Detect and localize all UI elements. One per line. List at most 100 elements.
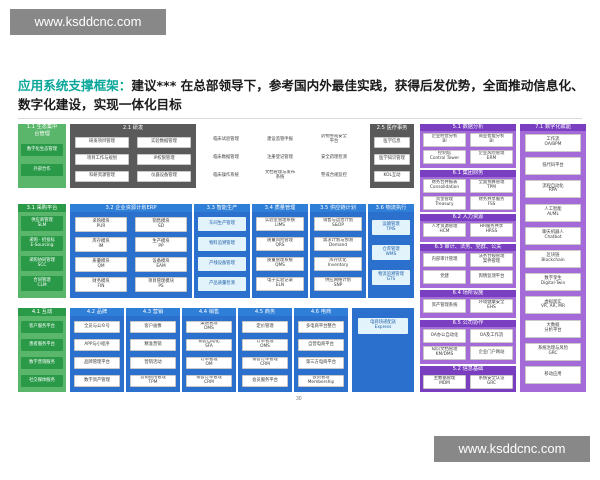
- block-3-4-header: 3.4 质量管理: [252, 204, 308, 212]
- b42-cell: 品牌管理平台: [74, 357, 120, 369]
- b33-cell: 产线设备管理: [198, 257, 246, 271]
- b21-cell: 项目工作与规划: [75, 154, 129, 165]
- block-4-2-header: 4.2 品牌: [70, 308, 124, 316]
- b43-cell: 营销活动: [130, 357, 176, 369]
- bmid-cell: 临床数据管理: [213, 154, 239, 160]
- b21-cell: 科研资源管理: [75, 171, 129, 182]
- b65-cell: OA办公自动化: [423, 329, 466, 343]
- block-6-3: 6.3 审计、法务、党群、公关内部审计管理法务合规管理案件管理党建舆情监测平台: [420, 244, 516, 288]
- b46-cell: 自营电商平台: [298, 339, 344, 351]
- block-3-3-header: 3.3 智能生产: [194, 204, 250, 212]
- b11-cell: 数字化生态管理: [21, 144, 63, 156]
- bmid-cell: 文档管理与发布系统: [264, 170, 296, 180]
- b64-cell: 资产管理系统: [423, 299, 466, 313]
- b63-cell: 内部审计管理: [423, 253, 466, 267]
- b25-cell: 医学信息: [374, 137, 410, 148]
- block-5-1-header: 5.1 数据分析: [420, 124, 516, 131]
- block-5-2-header: 5.2 信息基础: [420, 366, 516, 373]
- b42-cell: APP与小程序: [74, 339, 120, 351]
- b63-cell: 党建: [423, 270, 466, 284]
- title-text: 建议*** 在总部领导下，参考国内外最佳实践，获得后发优势，全面推动信息化、数字…: [18, 78, 584, 112]
- watermark-top: www.ksddcnc.com: [10, 9, 166, 35]
- b11-cell: 外部合作: [21, 164, 63, 176]
- b43-cell: 精准营销: [130, 339, 176, 351]
- block-6-4-header: 6.4 场所设施: [420, 290, 516, 297]
- b41-cell: 社交媒体服务: [21, 375, 63, 387]
- block-6-2-header: 6.2 人力资源: [420, 214, 516, 221]
- block-2-1-header: 2.1 研发: [70, 124, 196, 132]
- b21-cell: 研发项目管理: [75, 137, 129, 148]
- b21-cell: 实验数据管理: [137, 137, 191, 148]
- b63-cell: 舆情监测平台: [470, 270, 513, 284]
- title-divider: [18, 118, 582, 119]
- block-6-3-header: 6.3 审计、法务、党群、公关: [420, 244, 516, 251]
- block-3-6-header: 3.6 物流执行: [368, 204, 414, 212]
- block-3-3: 3.3 智能生产车间生产管理物料追溯管理产线设备管理产品质量检测: [194, 204, 250, 298]
- b46-cell: 第三方电商平台: [298, 357, 344, 369]
- bmid-cell: 临床试验管理: [213, 136, 239, 142]
- bmid-cell: 安全药理检测: [321, 154, 347, 160]
- block-4-4-header: 4.4 销售: [182, 308, 236, 316]
- block-2-5-header: 2.5 医疗事务: [370, 124, 414, 132]
- block-1-1-header: 1.1 生态集中台管理: [18, 124, 66, 138]
- block-3-5-header: 3.5 供应链计划: [310, 204, 366, 212]
- b33-cell: 产品质量检测: [198, 277, 246, 291]
- block-4-2: 4.2 品牌全员与公众号 APP与小程序品牌管理平台数字资产管理: [70, 308, 124, 392]
- b42-cell: 全员与公众号: [74, 321, 120, 333]
- b65-cell: OA及工作流: [470, 329, 513, 343]
- b33-cell: 车间生产管理: [198, 217, 246, 231]
- block-6-1-header: 6.1 集团财务: [420, 170, 516, 177]
- bmid-cell: 药物警戒安全平台: [321, 134, 347, 144]
- block-4-3-header: 4.3 营销: [126, 308, 180, 316]
- title-prefix: 应用系统支撑框架：: [18, 78, 132, 93]
- block-3-1-header: 3.1 采购平台: [18, 204, 66, 212]
- b33-cell: 物料追溯管理: [198, 237, 246, 251]
- b42-cell: 数字资产管理: [74, 375, 120, 387]
- bmid-cell: 注册登记管理: [267, 154, 293, 160]
